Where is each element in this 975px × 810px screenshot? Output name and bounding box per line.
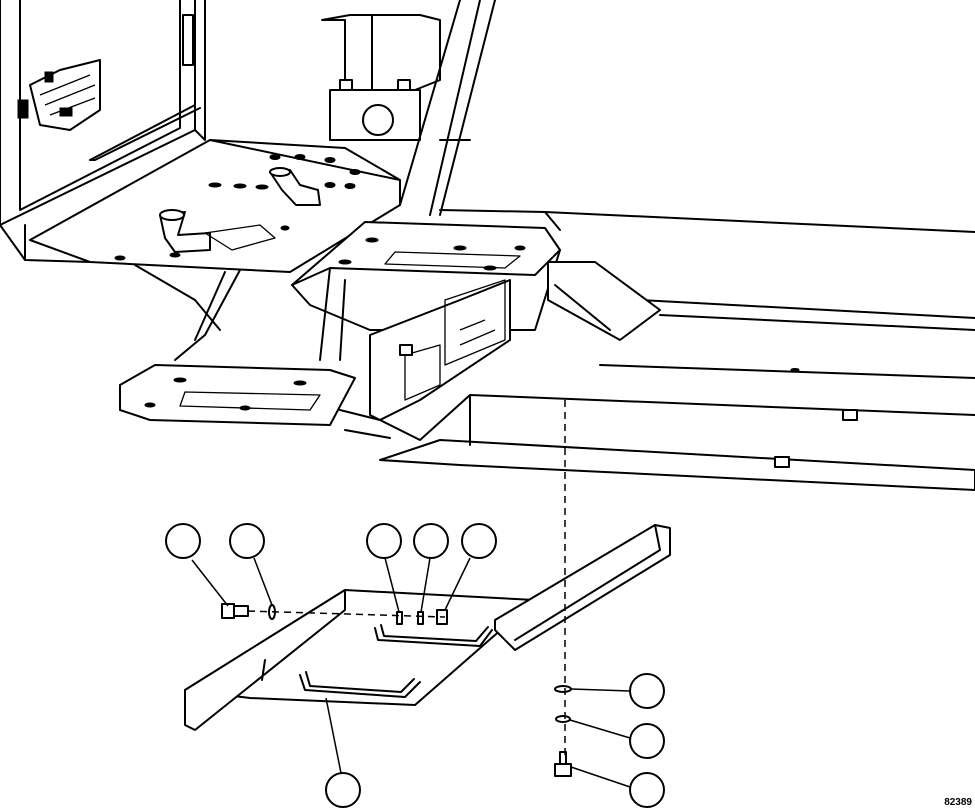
- clamp-icon: [362, 104, 394, 136]
- bolt-left-icon: [221, 603, 249, 619]
- callout-bolt-left: [165, 523, 201, 559]
- hinge-icon: [182, 14, 194, 66]
- callout-nut-3: [461, 523, 497, 559]
- callout-bolt-right: [629, 772, 665, 808]
- assembly-lines: [247, 400, 566, 760]
- washer-right-2-icon: [555, 715, 571, 723]
- nut-2-icon: [417, 611, 424, 625]
- bolt-right-icon: [554, 751, 572, 777]
- callouts: [165, 523, 665, 808]
- figure-id-label: 82389: [944, 797, 972, 808]
- elbow-fitting-icon: [159, 167, 321, 253]
- callout-tray: [325, 772, 361, 808]
- enclosure-assembly: [0, 0, 975, 491]
- callout-washer-right-2: [629, 723, 665, 759]
- latch-icon: [17, 59, 101, 131]
- callout-washer-left: [229, 523, 265, 559]
- nut-1-icon: [396, 611, 403, 625]
- callout-nut-2: [413, 523, 449, 559]
- callout-nut-1: [366, 523, 402, 559]
- callout-washer-right-1: [629, 673, 665, 709]
- washer-right-1-icon: [554, 685, 572, 693]
- plate-holes: [114, 154, 361, 261]
